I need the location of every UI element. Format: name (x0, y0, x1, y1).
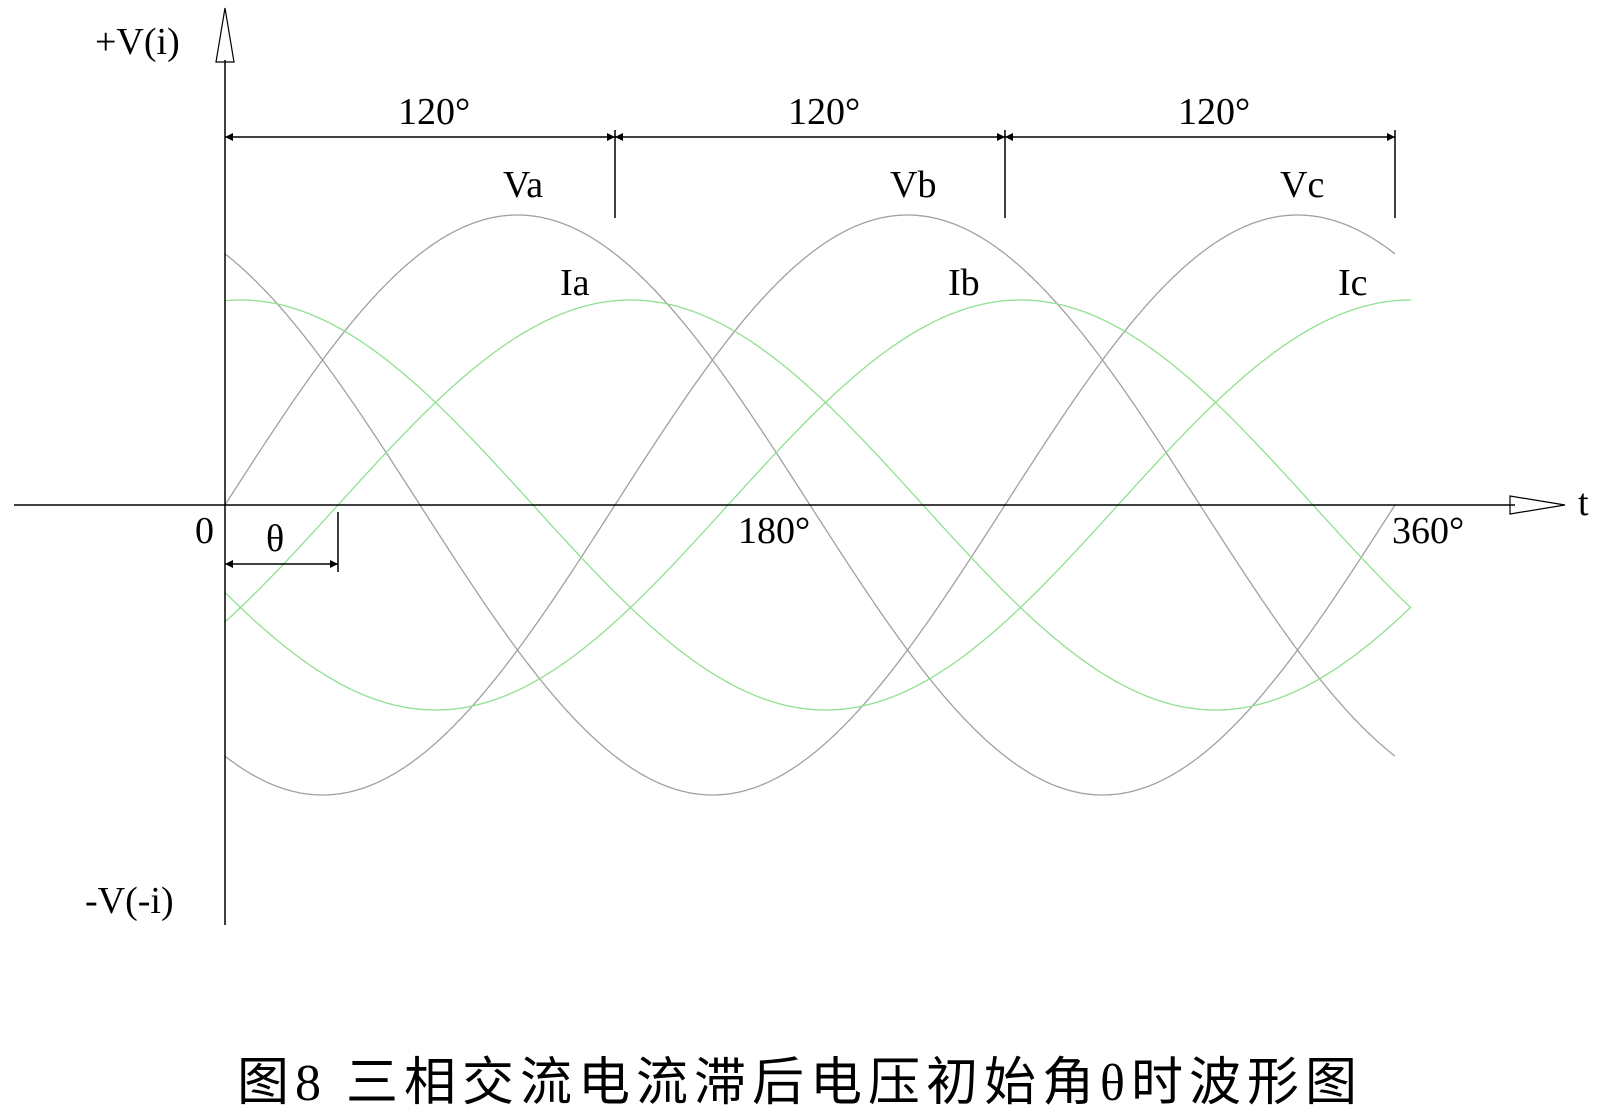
x-axis-arrowhead (1509, 495, 1566, 515)
y-axis-negative-label: -V(-i) (85, 880, 174, 922)
phase-spacing-label: 120° (788, 91, 860, 133)
curve-label-vc: Vc (1280, 164, 1324, 206)
current-curve-ic (224, 299, 1411, 711)
theta-label: θ (266, 518, 284, 560)
phase-spacing-label: 120° (398, 91, 470, 133)
tick-360-label: 360° (1392, 510, 1464, 552)
current-curve-ia (224, 299, 1412, 711)
current-curve-ib (224, 299, 1412, 711)
tick-180-label: 180° (738, 510, 810, 552)
curve-label-va: Va (503, 164, 543, 206)
curve-label-ib: Ib (948, 262, 980, 304)
x-axis-label: t (1578, 482, 1589, 524)
phase-spacing-dimensions (225, 130, 1396, 218)
phase-spacing-label: 120° (1178, 91, 1250, 133)
axes (14, 7, 1566, 925)
y-axis-arrowhead (215, 7, 235, 63)
current-waveforms (224, 299, 1412, 711)
y-axis-positive-label: +V(i) (95, 21, 180, 63)
curve-label-ic: Ic (1338, 262, 1368, 304)
origin-label: 0 (195, 510, 214, 552)
theta-dimension (225, 512, 339, 572)
curve-label-vb: Vb (890, 164, 936, 206)
curve-label-ia: Ia (560, 262, 590, 304)
figure-caption: 图8 三相交流电流滞后电压初始角θ时波形图 (237, 1055, 1363, 1112)
